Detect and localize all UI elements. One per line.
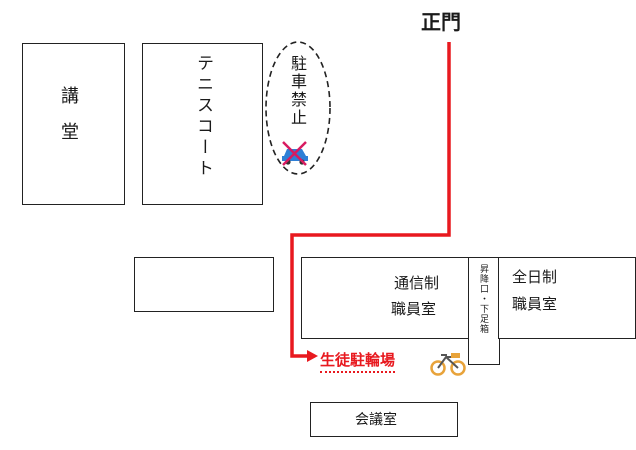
lecture-hall: 講堂	[22, 43, 125, 205]
meeting-room: 会議室	[310, 402, 458, 437]
full-time-staff-room-line2: 職員室	[512, 295, 558, 313]
car-prohibited-icon	[282, 141, 308, 166]
tennis-court: テニスコート	[142, 43, 263, 205]
no-parking-label: 駐車禁止	[288, 55, 307, 127]
no-parking-zone	[265, 41, 331, 175]
route-line	[290, 42, 451, 358]
bicycle-icon	[430, 353, 466, 376]
lecture-hall-label: 講堂	[58, 86, 79, 158]
full-time-staff-room	[498, 257, 636, 339]
meeting-room-label: 会議室	[355, 412, 397, 428]
entrance: 昇降口・下足箱	[468, 257, 500, 365]
bicycle-parking-label: 生徒駐輪場	[320, 349, 396, 373]
part-time-staff-room	[301, 257, 471, 339]
part-time-staff-room-line1: 通信制	[394, 274, 440, 292]
part-time-staff-room-line2: 職員室	[391, 300, 437, 318]
tennis-court-label: テニスコート	[193, 54, 213, 180]
main-gate-label: 正門	[421, 10, 461, 34]
arrow-right-icon	[307, 350, 318, 362]
full-time-staff-room-line1: 全日制	[512, 268, 558, 286]
empty-building	[134, 257, 274, 312]
entrance-label: 昇降口・下足箱	[478, 264, 488, 334]
